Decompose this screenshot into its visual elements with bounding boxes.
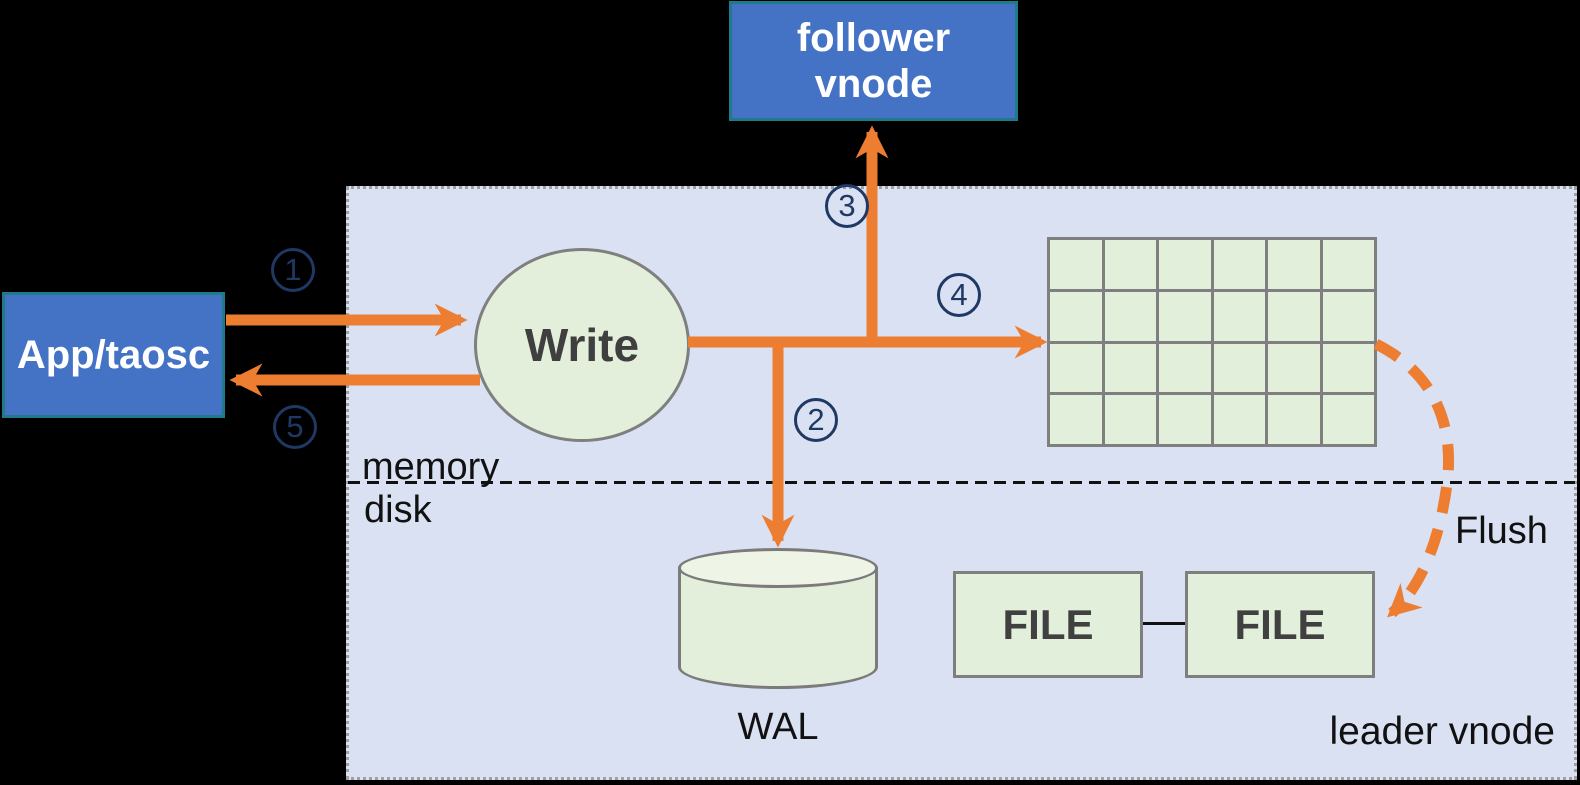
memtable-cell [1159,395,1211,444]
wal-cylinder [678,548,878,690]
memtable-cell [1159,291,1211,341]
step-number-3: 3 [825,184,869,228]
memtable-cell [1050,395,1102,444]
memtable-cell [1104,291,1156,341]
memtable-cell [1050,291,1102,341]
flush-label: Flush [1455,510,1548,552]
file-2-label: FILE [1234,600,1326,648]
memtable-cell [1268,343,1320,393]
memtable-cell [1159,343,1211,393]
wal-label: WAL [737,706,819,748]
write-label: Write [524,319,640,371]
step-number-1: 1 [271,248,315,292]
file-box-1: FILE [953,571,1143,678]
memtable-cell [1104,343,1156,393]
memtable-cell [1268,240,1320,289]
file-box-2: FILE [1185,571,1375,678]
memtable-cell [1104,395,1156,444]
write-process-ellipse: Write [474,248,690,442]
leader-vnode-label: leader vnode [1329,710,1555,753]
step-number-2: 2 [794,398,838,442]
memtable-cell [1322,343,1374,393]
file-connector-line [1143,622,1185,625]
wal-cylinder-top [678,548,878,588]
memtable-cell [1213,291,1265,341]
memtable-cell [1322,291,1374,341]
file-1-label: FILE [1002,600,1094,648]
app-taosc-label: App/taosc [16,333,211,377]
follower-vnode-label-line2: vnode [814,62,933,106]
memtable-cell [1322,395,1374,444]
memtable-cell [1050,240,1102,289]
step-number-4: 4 [937,273,981,317]
memory-label: memory [362,446,500,488]
memtable-cell [1213,240,1265,289]
memtable-cell [1213,343,1265,393]
memtable-cell [1050,343,1102,393]
memtable-cell [1104,240,1156,289]
app-taosc-node: App/taosc [2,292,225,418]
memtable-cell [1159,240,1211,289]
disk-label: disk [364,489,432,531]
follower-vnode-node: follower vnode [729,1,1018,121]
memtable-cell [1322,240,1374,289]
follower-vnode-label-line1: follower [796,16,951,60]
memtable-cell [1268,291,1320,341]
memtable-cell [1268,395,1320,444]
memtable-grid [1047,237,1377,447]
step-number-5: 5 [273,405,317,449]
memory-disk-divider [348,481,1575,484]
memtable-cell [1213,395,1265,444]
